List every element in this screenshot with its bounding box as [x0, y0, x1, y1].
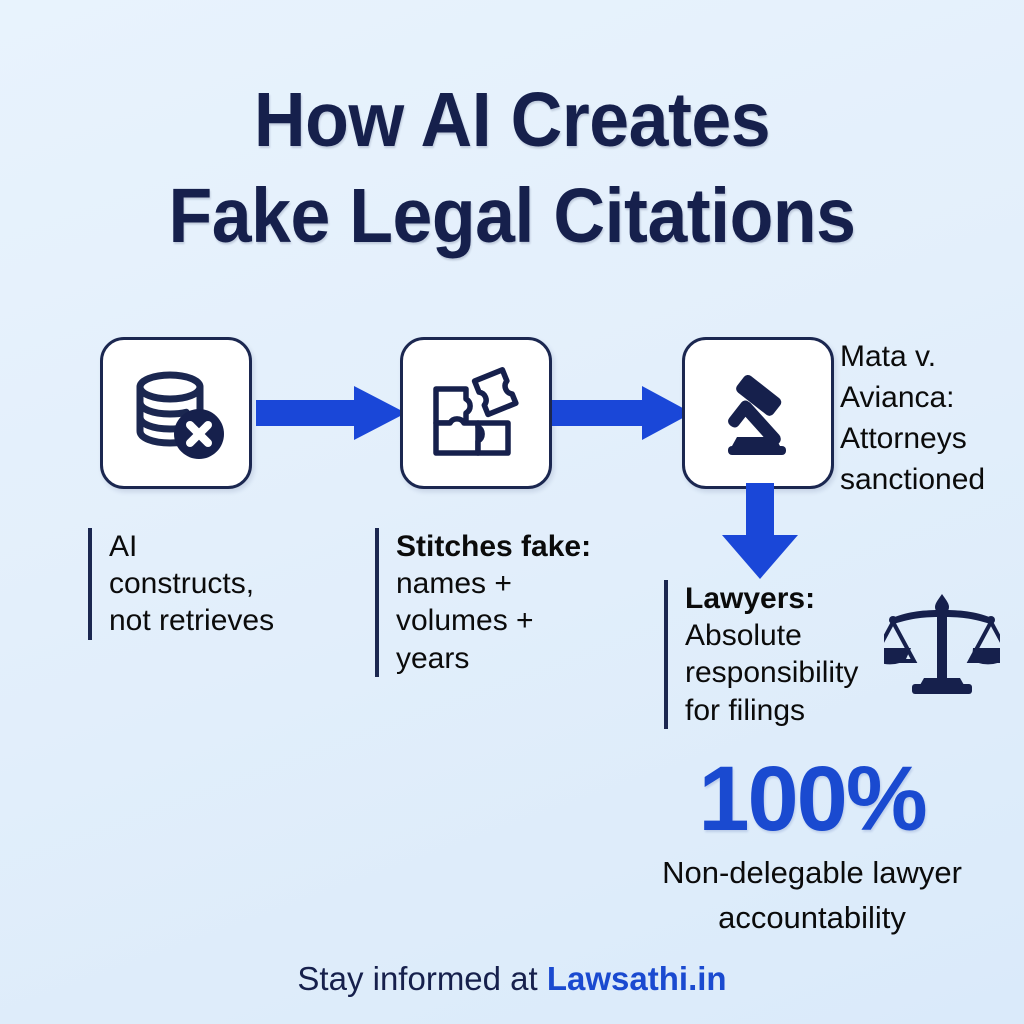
side-note-line-2: Avianca: [840, 381, 955, 415]
footer-brand[interactable]: Lawsathi.in [546, 960, 727, 997]
stat-label-line-1: Non-delegable lawyer [662, 854, 962, 890]
footer: Stay informed at Lawsathi.in [0, 960, 1024, 998]
caption-2-line-4: years [396, 641, 470, 675]
arrow-down-icon [722, 483, 798, 579]
flow-step-1-card [100, 337, 252, 489]
title-line-1: How AI Creates [253, 77, 771, 163]
stat-block: 100% Non-delegable lawyer accountability [600, 752, 1024, 937]
arrow-right-icon-1 [256, 386, 406, 440]
caption-2-line-1: Stitches fake: [396, 530, 592, 563]
caption-3-line-4: for filings [685, 693, 806, 727]
caption-ai-constructs: AI constructs, not retrieves [88, 528, 348, 640]
stat-value: 100% [698, 748, 927, 850]
caption-stitches-fake: Stitches fake: names + volumes + years [375, 528, 635, 677]
flow-step-3-card [682, 337, 834, 489]
arrow-right-icon-2 [552, 386, 692, 440]
title-line-2: Fake Legal Citations [168, 173, 856, 260]
caption-2-line-2: names + [396, 567, 512, 601]
database-error-icon [124, 361, 228, 465]
gavel-icon [706, 361, 810, 465]
side-note-line-1: Mata v. [840, 340, 937, 373]
stat-label-line-2: accountability [718, 899, 906, 935]
mata-v-avianca-note: Mata v. Avianca: Attorneys sanctioned [840, 336, 1024, 500]
side-note-line-4: sanctioned [840, 463, 986, 497]
caption-3-line-3: responsibility [685, 656, 859, 690]
puzzle-pieces-icon [424, 361, 528, 465]
footer-prefix: Stay informed at [297, 960, 547, 997]
caption-2-line-3: volumes + [396, 604, 534, 638]
caption-1-line-3: not retrieves [109, 604, 275, 638]
caption-lawyers-responsibility: Lawyers: Absolute responsibility for fil… [664, 580, 934, 729]
caption-3-line-1: Lawyers: [685, 582, 816, 615]
side-note-line-3: Attorneys [840, 422, 967, 456]
process-flow [0, 337, 1024, 489]
caption-3-line-2: Absolute [685, 619, 802, 653]
caption-1-line-2: constructs, [109, 567, 255, 601]
scales-of-justice-icon [884, 592, 1000, 696]
caption-1-line-1: AI [109, 530, 138, 563]
flow-step-2-card [400, 337, 552, 489]
page-title: How AI Creates Fake Legal Citations [0, 72, 1024, 265]
